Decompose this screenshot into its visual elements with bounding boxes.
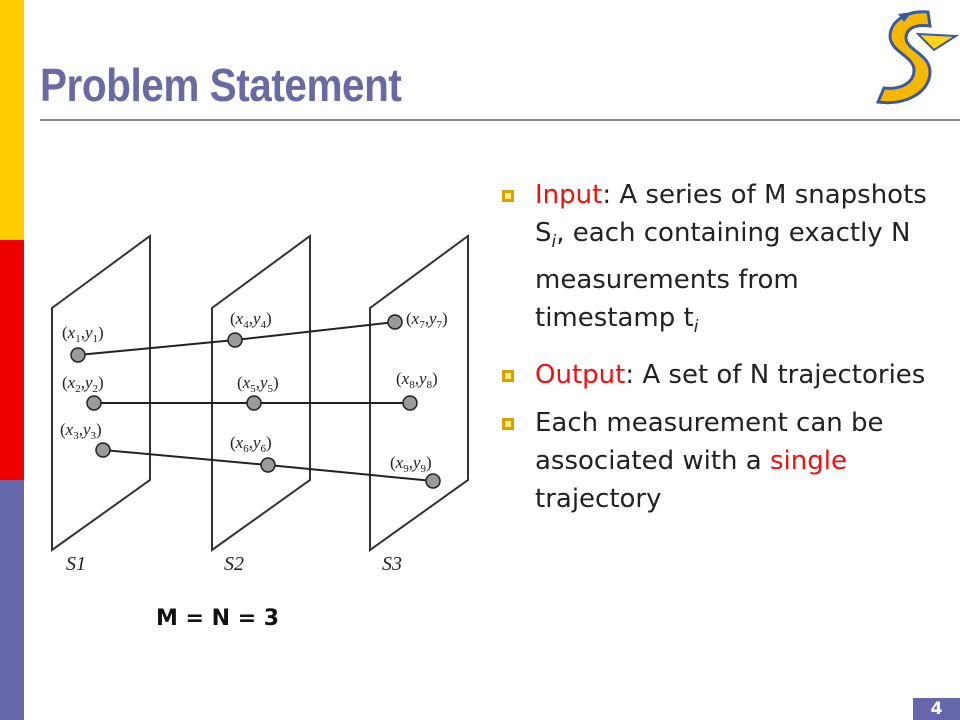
accent-bar-yellow	[0, 0, 24, 240]
equation-label: M = N = 3	[156, 606, 280, 631]
input-label: Input	[535, 180, 603, 210]
measurement-point-9	[425, 473, 441, 489]
snapshot-label-3: S3	[382, 553, 402, 575]
measurement-point-4	[227, 332, 243, 348]
snapshot-plane-3	[369, 234, 469, 552]
input-subscript: i	[551, 232, 557, 252]
association-text: Each measurement can be associated with …	[535, 408, 884, 476]
measurement-point-1	[70, 347, 86, 363]
measurement-label-1: (x1,y1)	[62, 323, 104, 345]
measurement-label-6: (x6,y6)	[230, 433, 272, 455]
bullet-output: Output: A set of N trajectories	[498, 356, 938, 394]
page-number: 4	[913, 698, 960, 720]
trajectory-line-3a	[102, 449, 269, 466]
trajectory-diagram: (x1,y1) (x2,y2) (x3,y3) (x4,y4) (x5,y5) …	[51, 234, 469, 575]
measurement-label-3: (x3,y3)	[60, 420, 102, 442]
measurement-label-8: (x8,y8)	[396, 369, 438, 391]
measurement-point-7	[387, 314, 403, 330]
measurement-point-2	[86, 395, 102, 411]
input-subscript-2: i	[693, 317, 699, 337]
trajectory-line-1a	[77, 339, 236, 356]
association-highlight: single	[769, 446, 847, 476]
measurement-label-9: (x9,y9)	[390, 453, 432, 475]
accent-bar-blue	[0, 480, 24, 720]
bullet-list: Input: A series of M snapshots Si, each …	[498, 176, 938, 528]
title-divider	[40, 119, 960, 121]
trajectory-line-3b	[267, 464, 434, 482]
measurement-point-8	[402, 395, 418, 411]
measurement-label-4: (x4,y4)	[230, 309, 272, 331]
output-text: : A set of N trajectories	[625, 360, 926, 390]
logo-icon	[875, 10, 960, 105]
bullet-association: Each measurement can be associated with …	[498, 404, 938, 518]
trajectory-line-1b	[234, 321, 396, 341]
snapshot-plane-1	[51, 234, 151, 552]
snapshot-label-2: S2	[224, 553, 244, 575]
square-bullet-icon	[502, 190, 514, 202]
measurement-point-6	[260, 457, 276, 473]
measurement-point-5	[246, 395, 262, 411]
snapshot-plane-2	[211, 234, 311, 552]
measurement-label-2: (x2,y2)	[62, 373, 104, 395]
association-text-2: trajectory	[535, 484, 662, 514]
square-bullet-icon	[502, 418, 514, 430]
slide-title: Problem Statement	[40, 59, 402, 111]
square-bullet-icon	[502, 370, 514, 382]
input-text: : A series of M snapshots S	[535, 180, 927, 248]
bullet-input: Input: A series of M snapshots Si, each …	[498, 176, 938, 346]
output-label: Output	[535, 360, 626, 390]
snapshot-label-1: S1	[66, 553, 86, 575]
measurement-point-3	[95, 442, 111, 458]
measurement-label-7: (x7,y7)	[406, 309, 448, 331]
measurement-label-5: (x5,y5)	[237, 373, 279, 395]
input-text-2: , each containing exactly N measurements…	[535, 218, 911, 333]
accent-bar-red	[0, 240, 24, 480]
